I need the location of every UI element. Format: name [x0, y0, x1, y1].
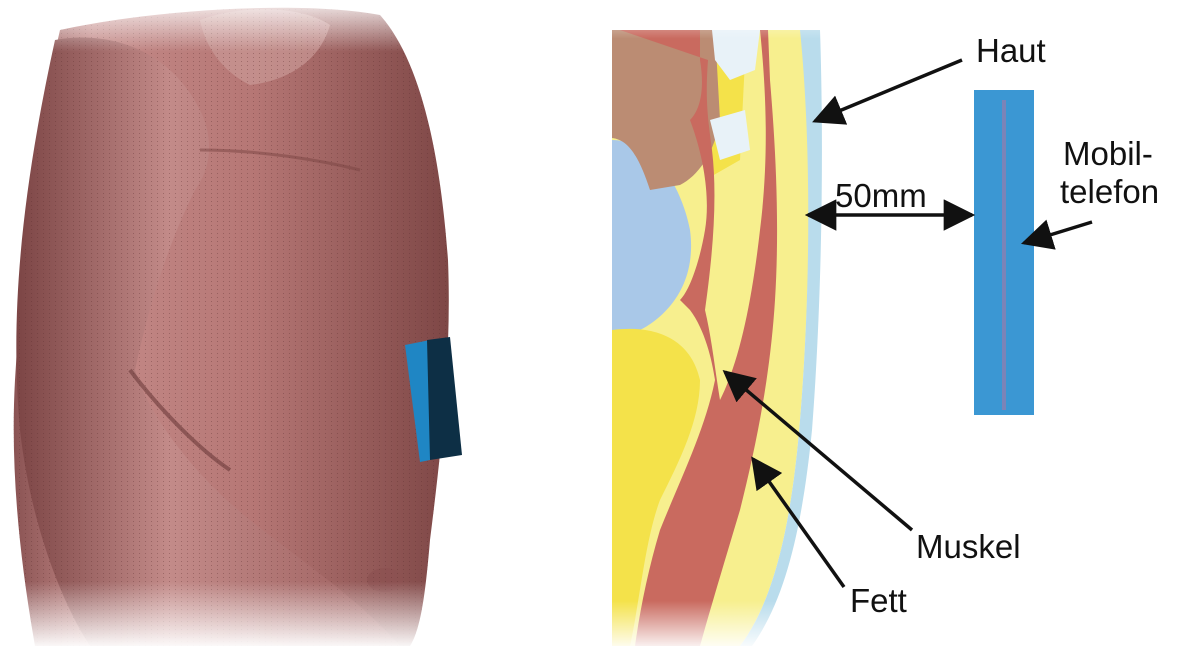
label-mobil-line2: telefon	[1060, 173, 1159, 210]
torso-3d-model	[0, 0, 470, 646]
label-fett: Fett	[850, 582, 907, 619]
label-mobil-line1: Mobil-	[1063, 135, 1153, 172]
phone-cross-section-core	[1002, 100, 1006, 410]
label-muskel: Muskel	[916, 528, 1021, 565]
haut-arrow	[815, 60, 962, 121]
tissue-cross-section	[605, 0, 835, 646]
phone-cross-section	[974, 90, 1034, 415]
mobiltelefon-arrow	[1024, 222, 1092, 243]
label-haut: Haut	[976, 32, 1046, 69]
label-distance: 50mm	[835, 177, 927, 214]
